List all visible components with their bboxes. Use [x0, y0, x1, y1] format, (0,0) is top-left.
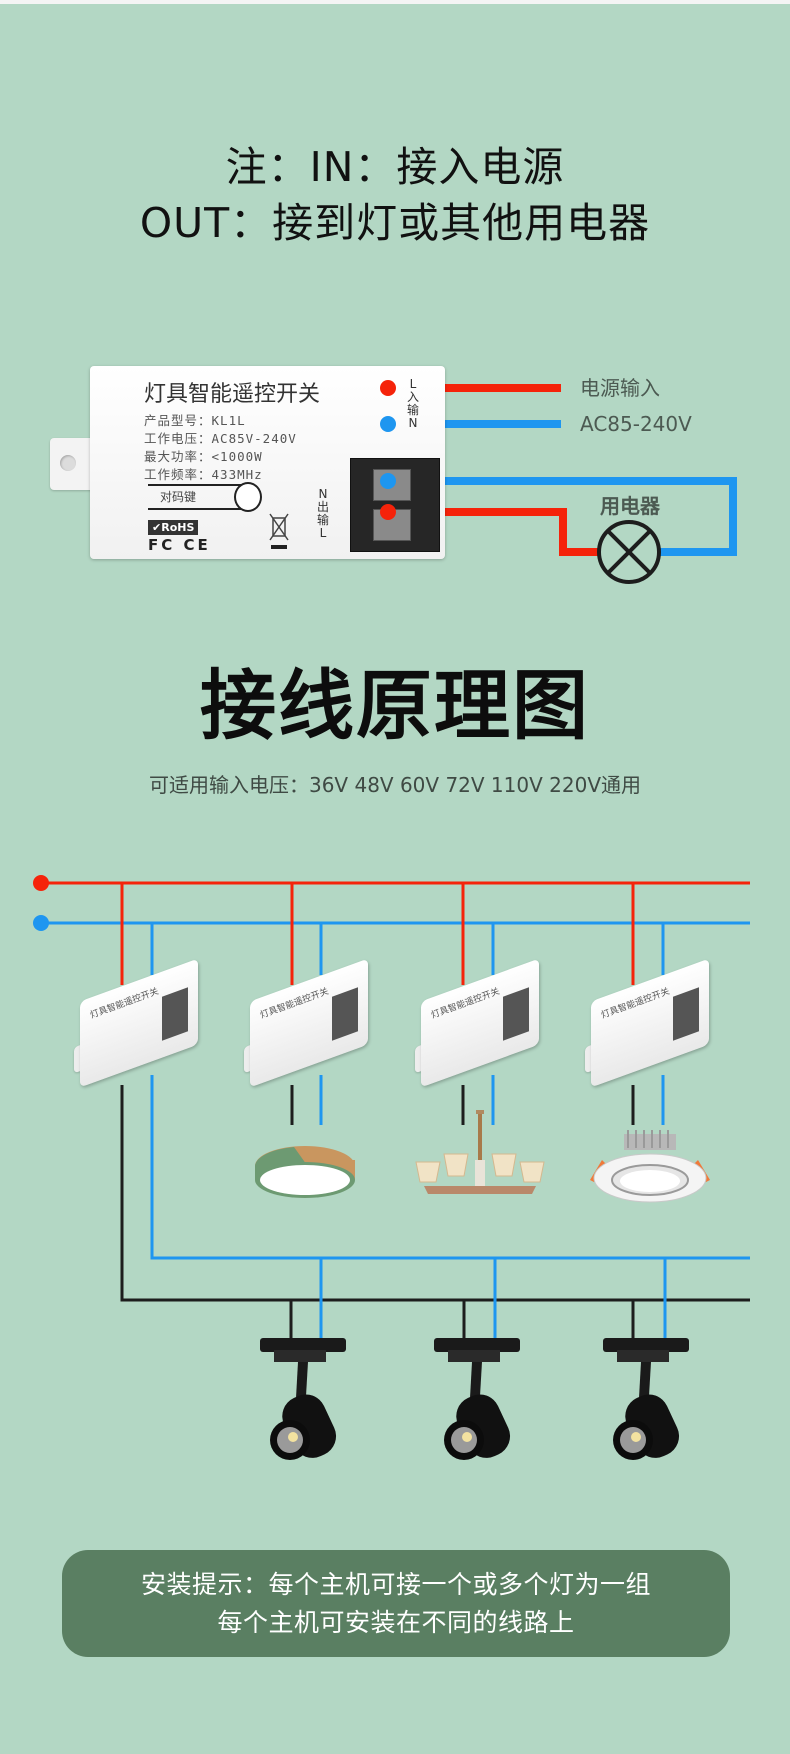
check-icon: ✔	[152, 521, 162, 534]
top-border	[0, 0, 790, 4]
switch-module: 灯具智能遥控开关	[407, 958, 557, 1088]
pair-button-circle	[234, 482, 262, 512]
pair-button[interactable]: 对码键	[148, 482, 268, 512]
voltage-range-label: AC85-240V	[580, 412, 692, 436]
tip-line-2: 每个主机可安装在不同的线路上	[217, 1608, 575, 1637]
note-out-line: OUT：接到灯或其他用电器	[139, 199, 651, 247]
wiring-example-wires	[388, 384, 737, 584]
switch-module: 灯具智能遥控开关	[236, 958, 386, 1088]
spec-model: 产品型号：KL1L	[144, 413, 246, 428]
remote-switch-device: 灯具智能遥控开关 产品型号：KL1L 工作电压：AC85V-240V 最大功率：…	[50, 366, 445, 561]
spot-neutral-line	[150, 1075, 750, 1260]
diagram-title: 接线原理图	[200, 661, 590, 750]
pair-button-label: 对码键	[160, 490, 197, 504]
live-output-wire	[388, 508, 599, 556]
installation-tip-box: 安装提示：每个主机可接一个或多个灯为一组 每个主机可安装在不同的线路上	[62, 1550, 730, 1657]
crossed-bin-icon	[269, 513, 289, 549]
rohs-badge: ✔RoHS	[148, 520, 199, 535]
screw-hole	[60, 455, 76, 471]
track-spotlight-icon	[603, 1338, 689, 1460]
neutral-output-wire	[388, 477, 737, 556]
spec-power: 最大功率：<1000W	[144, 449, 263, 464]
spec-frequency: 工作频率：433MHz	[144, 467, 263, 482]
device-body: 灯具智能遥控开关 产品型号：KL1L 工作电压：AC85V-240V 最大功率：…	[90, 366, 445, 559]
chandelier-icon	[415, 1110, 545, 1194]
switch-module: 灯具智能遥控开关	[577, 958, 727, 1088]
spec-voltage: 工作电压：AC85V-240V	[144, 431, 297, 446]
fc-ce-marks: FC CE	[148, 536, 211, 554]
device-title: 灯具智能遥控开关	[144, 382, 321, 407]
track-spotlight-icon	[260, 1338, 346, 1460]
tip-line-1: 安装提示：每个主机可接一个或多个灯为一组	[140, 1570, 651, 1599]
live-bus-terminal	[33, 875, 49, 891]
downlight-icon	[590, 1130, 710, 1203]
power-input-label: 电源输入	[580, 376, 660, 400]
input-side-label: L 入 输 N	[406, 377, 419, 430]
voltage-note: 可适用输入电压：36V 48V 60V 72V 110V 220V通用	[148, 773, 642, 797]
note-in-line: 注：IN：接入电源	[225, 143, 565, 191]
lamp-symbol-icon	[597, 520, 661, 584]
output-side-label: N 出 输 L	[316, 487, 329, 540]
spot-live-line	[120, 1085, 750, 1302]
switch-module: 灯具智能遥控开关	[66, 958, 216, 1088]
ceiling-lamp-icon	[255, 1146, 355, 1198]
neutral-bus-terminal	[33, 915, 49, 931]
load-label: 用电器	[600, 494, 660, 518]
track-spotlight-icon	[434, 1338, 520, 1460]
